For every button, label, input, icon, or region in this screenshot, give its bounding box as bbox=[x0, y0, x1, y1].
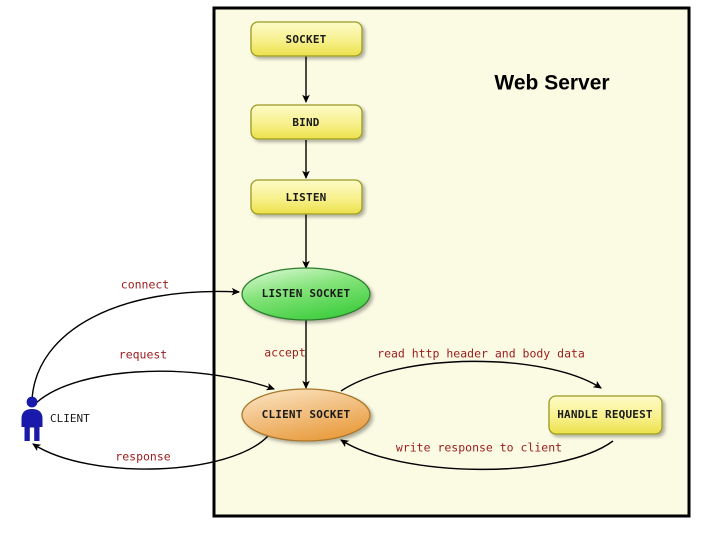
node-listen-socket-label: LISTEN SOCKET bbox=[262, 287, 351, 300]
node-listen-label: LISTEN bbox=[286, 191, 327, 204]
node-listen-socket-shape bbox=[241, 267, 371, 321]
edge-handlerequest-write bbox=[340, 439, 614, 471]
edge-label-response: response bbox=[115, 450, 170, 464]
node-handle-request[interactable]: HANDLE REQUEST bbox=[548, 395, 663, 435]
node-client-socket-shape bbox=[241, 388, 371, 442]
node-listen-socket[interactable]: LISTEN SOCKET bbox=[241, 267, 371, 321]
edge-client-request bbox=[32, 370, 275, 407]
edge-label-connect: connect bbox=[121, 278, 169, 292]
node-client-socket-label: CLIENT SOCKET bbox=[262, 408, 351, 421]
node-bind[interactable]: BIND bbox=[250, 104, 363, 140]
edge-label-accept: accept bbox=[264, 346, 306, 360]
node-handle-request-shape bbox=[548, 395, 663, 435]
node-socket-shape bbox=[250, 21, 363, 57]
node-bind-label: BIND bbox=[292, 116, 319, 129]
node-bind-shape bbox=[250, 104, 363, 140]
node-handle-request-label: HANDLE REQUEST bbox=[557, 408, 653, 421]
node-socket-label: SOCKET bbox=[286, 33, 327, 46]
edge-clientsocket-response bbox=[32, 435, 269, 470]
node-listen[interactable]: LISTEN bbox=[250, 179, 363, 215]
edge-client-connect bbox=[31, 287, 241, 401]
client-actor-label: CLIENT bbox=[50, 412, 90, 425]
edge-label-write: write response to client bbox=[396, 441, 562, 455]
client-actor[interactable]: CLIENT bbox=[21, 396, 91, 441]
web-server-title: Web Server bbox=[494, 72, 609, 95]
edge-label-request: request bbox=[119, 348, 167, 362]
person-icon bbox=[21, 396, 43, 441]
node-listen-shape bbox=[250, 179, 363, 215]
edge-clientsocket-read bbox=[340, 360, 602, 392]
node-client-socket[interactable]: CLIENT SOCKET bbox=[241, 388, 371, 442]
node-socket[interactable]: SOCKET bbox=[250, 21, 363, 57]
edge-label-read: read http header and body data bbox=[377, 347, 585, 361]
